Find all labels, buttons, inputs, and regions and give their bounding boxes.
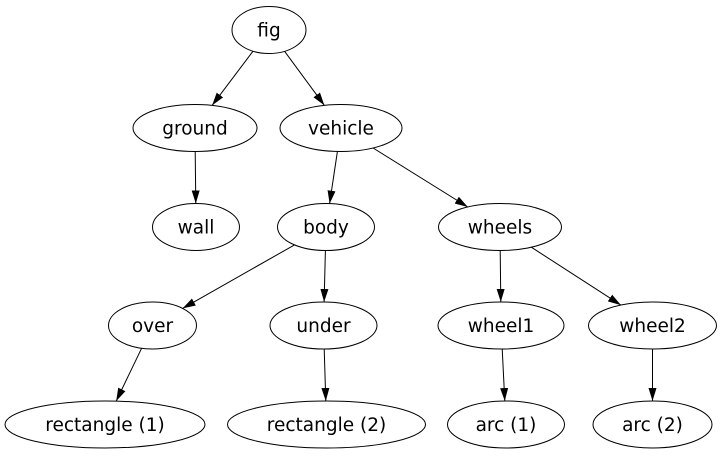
node-wheels: wheels xyxy=(438,203,562,251)
node-rectangle1: rectangle (1) xyxy=(4,400,206,449)
node-arc1-ellipse xyxy=(447,400,565,449)
node-rectangle2: rectangle (2) xyxy=(227,400,426,449)
node-wheel2: wheel2 xyxy=(588,301,717,350)
edge-body-over xyxy=(182,244,295,309)
node-vehicle: vehicle xyxy=(279,104,403,152)
node-wheel1: wheel1 xyxy=(437,301,565,350)
edge-vehicle-wheels xyxy=(372,147,469,208)
node-fig-label: fig xyxy=(257,21,280,42)
node-vehicle-ellipse xyxy=(279,104,403,152)
edge-ground-wall xyxy=(191,151,200,204)
edge-body-under xyxy=(320,250,329,303)
node-fig: fig xyxy=(231,6,307,54)
node-vehicle-label: vehicle xyxy=(308,119,374,140)
edge-vehicle-body xyxy=(327,151,338,204)
edge-fig-ground xyxy=(211,50,254,106)
nodes-layer: fig ground vehicle wall body wheels xyxy=(4,6,717,449)
node-ground: ground xyxy=(132,104,258,152)
node-arc1: arc (1) xyxy=(447,400,565,449)
node-wheels-label: wheels xyxy=(468,218,532,239)
node-wall-label: wall xyxy=(178,218,215,239)
edge-over-rectangle1 xyxy=(115,348,143,402)
node-ground-ellipse xyxy=(132,104,258,152)
node-wall-ellipse xyxy=(152,203,240,251)
edge-wheel1-arc1 xyxy=(500,348,509,402)
node-arc2-ellipse xyxy=(592,400,713,449)
node-arc2: arc (2) xyxy=(592,400,713,449)
node-body: body xyxy=(277,203,375,251)
node-rectangle1-ellipse xyxy=(4,400,206,449)
edge-wheels-wheel2 xyxy=(531,246,622,306)
node-ground-label: ground xyxy=(162,119,227,140)
edge-under-rectangle2 xyxy=(321,348,330,402)
node-over-ellipse xyxy=(108,301,197,350)
node-over: over xyxy=(108,301,197,350)
node-fig-ellipse xyxy=(231,6,307,54)
node-rectangle2-label: rectangle (2) xyxy=(267,415,386,436)
node-rectangle1-label: rectangle (1) xyxy=(45,415,164,436)
node-wheel2-ellipse xyxy=(588,301,717,350)
edges-layer xyxy=(115,50,657,402)
edge-fig-vehicle xyxy=(284,51,325,106)
node-over-label: over xyxy=(132,316,174,337)
node-wheel1-label: wheel1 xyxy=(468,316,535,337)
node-wheel2-label: wheel2 xyxy=(619,316,686,337)
node-under-ellipse xyxy=(269,301,378,350)
node-wall: wall xyxy=(152,203,240,251)
node-arc1-label: arc (1) xyxy=(476,415,537,436)
node-wheels-ellipse xyxy=(438,203,562,251)
edge-wheels-wheel1 xyxy=(496,250,505,303)
node-rectangle2-ellipse xyxy=(227,400,426,449)
node-under-label: under xyxy=(296,316,351,337)
node-body-label: body xyxy=(303,218,349,239)
node-arc2-label: arc (2) xyxy=(622,415,683,436)
node-body-ellipse xyxy=(277,203,375,251)
node-wheel1-ellipse xyxy=(437,301,565,350)
node-under: under xyxy=(269,301,378,350)
